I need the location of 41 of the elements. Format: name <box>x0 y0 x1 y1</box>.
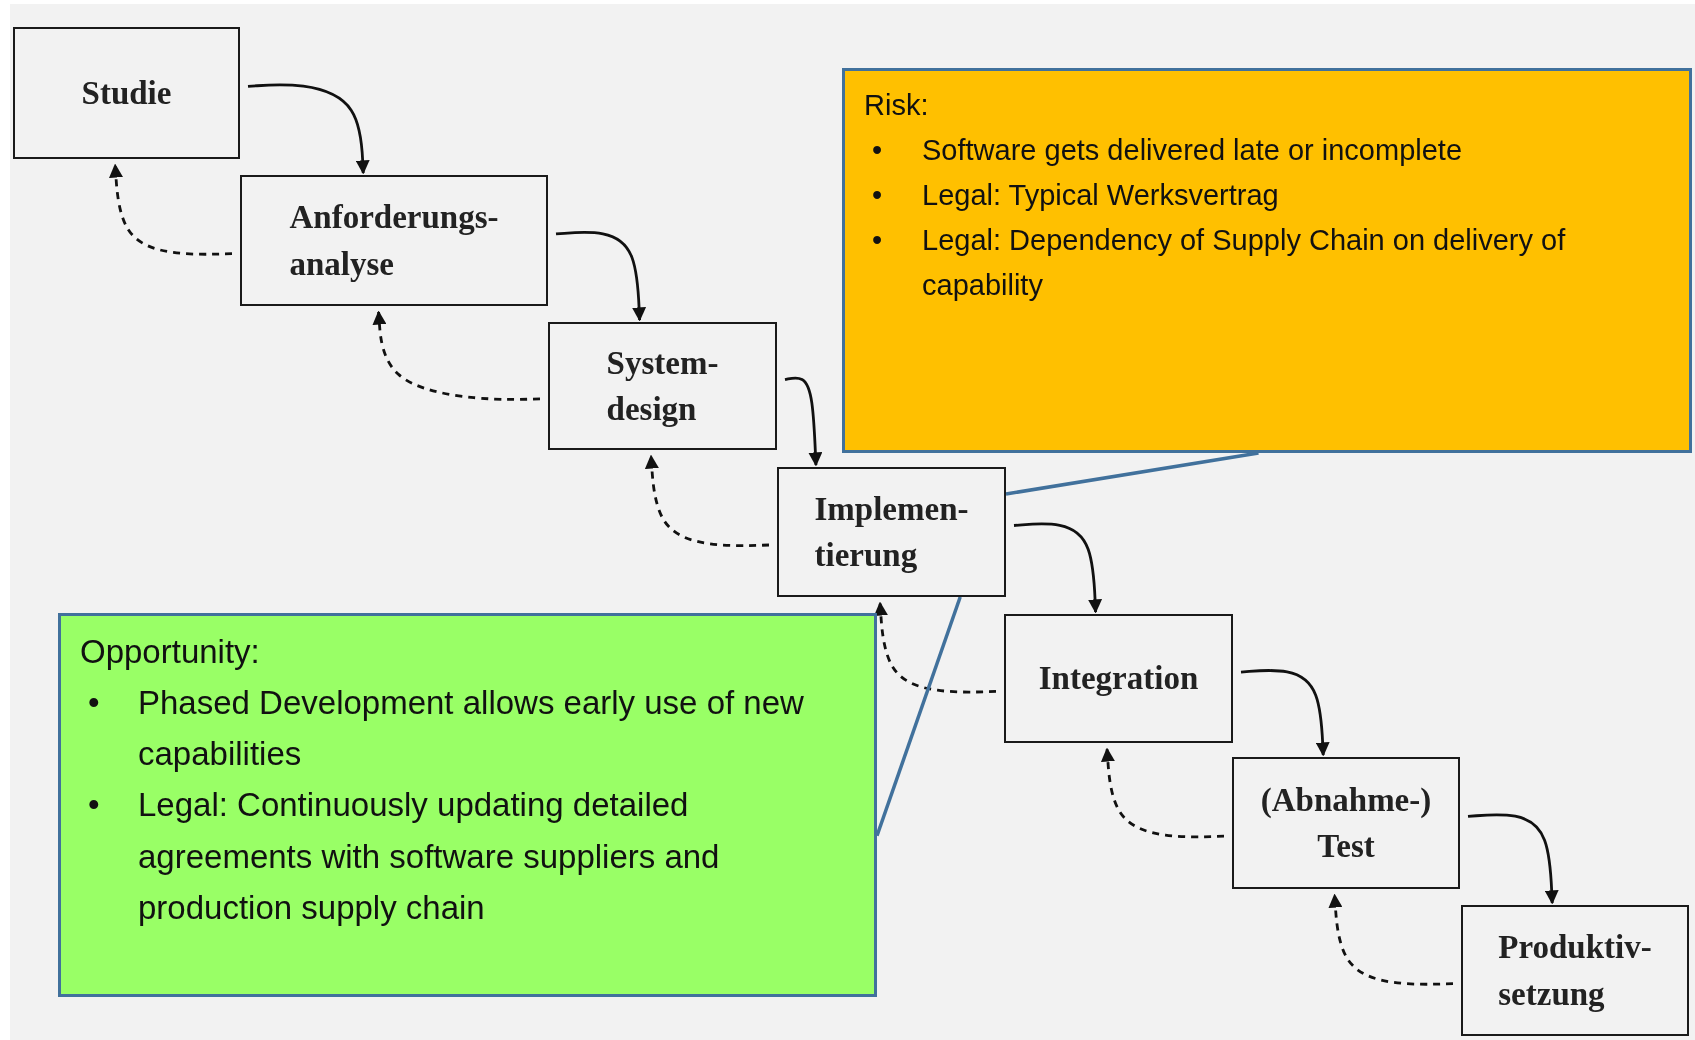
process-box <box>240 175 548 306</box>
bullet-mark: • <box>871 177 884 213</box>
process-box <box>777 467 1006 597</box>
arrow <box>644 454 770 548</box>
leader-line <box>1005 451 1259 496</box>
step-label: Anforderungs- analyse <box>289 198 499 284</box>
process-box <box>1232 757 1460 889</box>
bullet-mark: • <box>871 132 884 168</box>
arrow <box>1100 747 1225 839</box>
bullet-item: Software gets delivered late or incomplete <box>922 132 1462 168</box>
step-label: Implemen- tierung <box>814 489 969 575</box>
opportunity-callout <box>58 613 877 997</box>
bullet-mark: • <box>871 222 884 258</box>
arrow <box>1328 893 1454 986</box>
process-box <box>1004 614 1233 743</box>
arrow <box>1467 813 1559 905</box>
step-label: Studie <box>81 73 172 113</box>
callout-heading: Risk: <box>864 88 929 123</box>
arrow <box>873 601 997 694</box>
bullet-item: Legal: Typical Werksvertrag <box>922 177 1279 213</box>
bullet-item: Phased Development allows early use of new capabilities <box>138 683 805 775</box>
arrow <box>109 163 233 256</box>
bullet-mark: • <box>87 785 101 826</box>
arrow <box>372 310 541 401</box>
step-label: (Abnahme-) Test <box>1260 780 1432 866</box>
process-box <box>13 27 240 159</box>
arrow <box>247 83 370 175</box>
callout-heading: Opportunity: <box>80 632 260 672</box>
leader-line <box>875 596 962 837</box>
step-label: Integration <box>1038 659 1199 699</box>
step-label: System- design <box>606 343 719 429</box>
step-label: Produktiv- setzung <box>1498 928 1652 1014</box>
arrow <box>555 230 647 322</box>
arrow <box>1240 669 1330 757</box>
arrow <box>1013 522 1103 614</box>
process-box <box>1461 905 1689 1036</box>
bullet-item: Legal: Continuously updating detailed agreements with software suppliers and production supply chain <box>138 785 721 928</box>
bullet-mark: • <box>87 683 101 724</box>
process-box <box>548 322 777 450</box>
bullet-item: Legal: Dependency of Supply Chain on delivery of capability <box>922 222 1567 303</box>
risk-callout <box>842 68 1692 453</box>
